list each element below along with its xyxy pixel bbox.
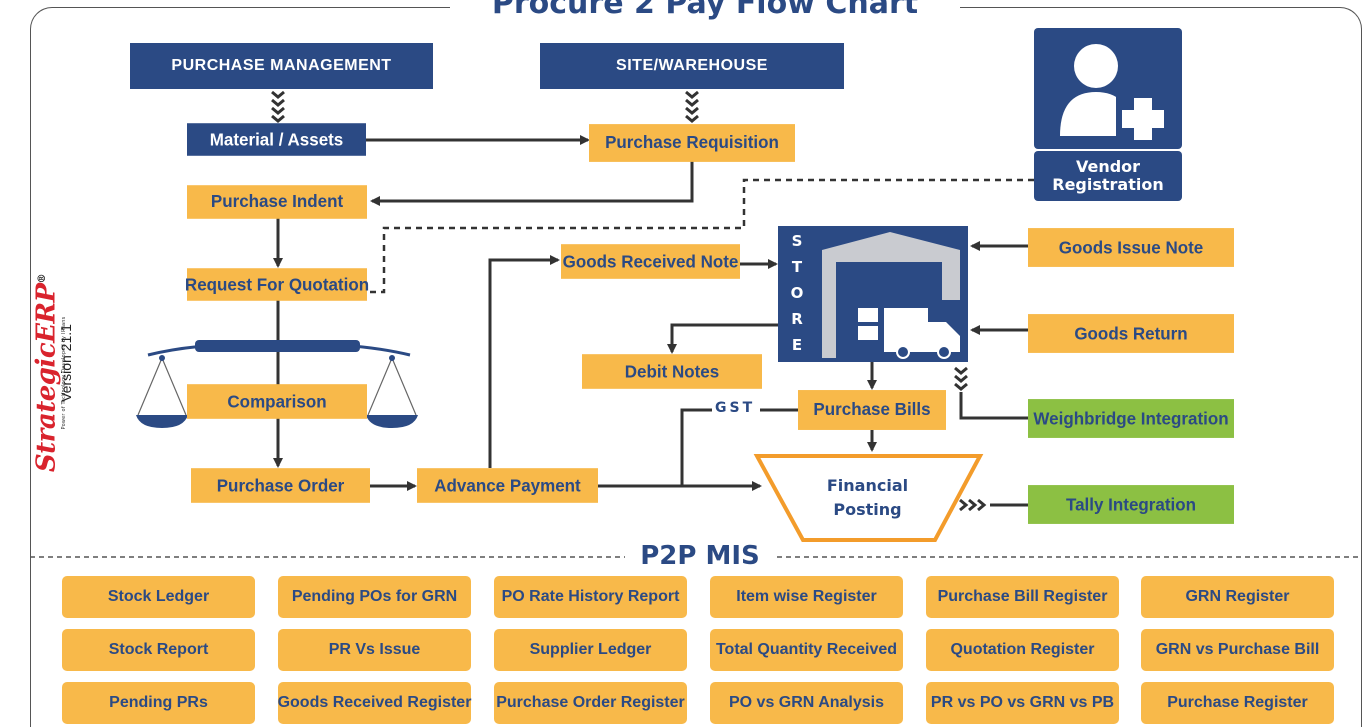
mis-report-item: Supplier Ledger — [494, 629, 687, 671]
financial-posting-funnel — [753, 454, 984, 542]
purchase-requisition-box: Purchase Requisition — [589, 124, 795, 162]
mis-report-item: GRN vs Purchase Bill — [1141, 629, 1334, 671]
purchase-order-box: Purchase Order — [191, 468, 370, 503]
mis-report-item: Stock Report — [62, 629, 255, 671]
goods-received-note-box: Goods Received Note — [561, 244, 740, 279]
mis-report-item: Total Quantity Received — [710, 629, 903, 671]
purchase-indent-box: Purchase Indent — [187, 185, 367, 219]
mis-report-item: Purchase Bill Register — [926, 576, 1119, 618]
gst-label: GST — [715, 400, 756, 416]
vendor-registration-label: Vendor Registration — [1052, 157, 1164, 194]
site-warehouse-header: SITE/WAREHOUSE — [540, 43, 844, 89]
mis-report-item: Purchase Order Register — [494, 682, 687, 724]
tally-integration-box: Tally Integration — [1028, 485, 1234, 524]
mis-report-item: Pending POs for GRN — [278, 576, 471, 618]
mis-report-item: Quotation Register — [926, 629, 1119, 671]
mis-report-item: Item wise Register — [710, 576, 903, 618]
mis-report-item: PO Rate History Report — [494, 576, 687, 618]
mis-title: P2P MIS — [625, 538, 775, 574]
balance-scale-icon — [136, 340, 418, 428]
mis-report-item: PO vs GRN Analysis — [710, 682, 903, 724]
purchase-management-header: PURCHASE MANAGEMENT — [130, 43, 433, 89]
advance-payment-box: Advance Payment — [417, 468, 598, 503]
goods-issue-note-box: Goods Issue Note — [1028, 228, 1234, 267]
mis-report-item: PR Vs Issue — [278, 629, 471, 671]
chevron-down-icon — [271, 90, 699, 123]
page-title: Procure 2 Pay Flow Chart — [450, 0, 960, 24]
weighbridge-integration-box: Weighbridge Integration — [1028, 399, 1234, 438]
add-user-icon — [1034, 28, 1182, 201]
purchase-bills-box: Purchase Bills — [798, 390, 946, 430]
mis-report-item: Stock Ledger — [62, 576, 255, 618]
version-label: Version 21.1 — [58, 324, 74, 402]
mis-report-item: Pending PRs — [62, 682, 255, 724]
mis-report-item: Purchase Register — [1141, 682, 1334, 724]
goods-return-box: Goods Return — [1028, 314, 1234, 353]
mis-report-item: GRN Register — [1141, 576, 1334, 618]
financial-posting-label: Financial Posting — [826, 476, 909, 519]
material-assets-box: Material / Assets — [187, 123, 366, 156]
warehouse-icon — [778, 226, 968, 362]
store-label: S T O R E — [790, 232, 804, 354]
request-for-quotation-box: Request For Quotation — [185, 268, 369, 301]
comparison-box: Comparison — [187, 384, 367, 419]
debit-notes-box: Debit Notes — [582, 354, 762, 389]
mis-report-item: PR vs PO vs GRN vs PB — [926, 682, 1119, 724]
mis-report-item: Goods Received Register — [278, 682, 471, 724]
